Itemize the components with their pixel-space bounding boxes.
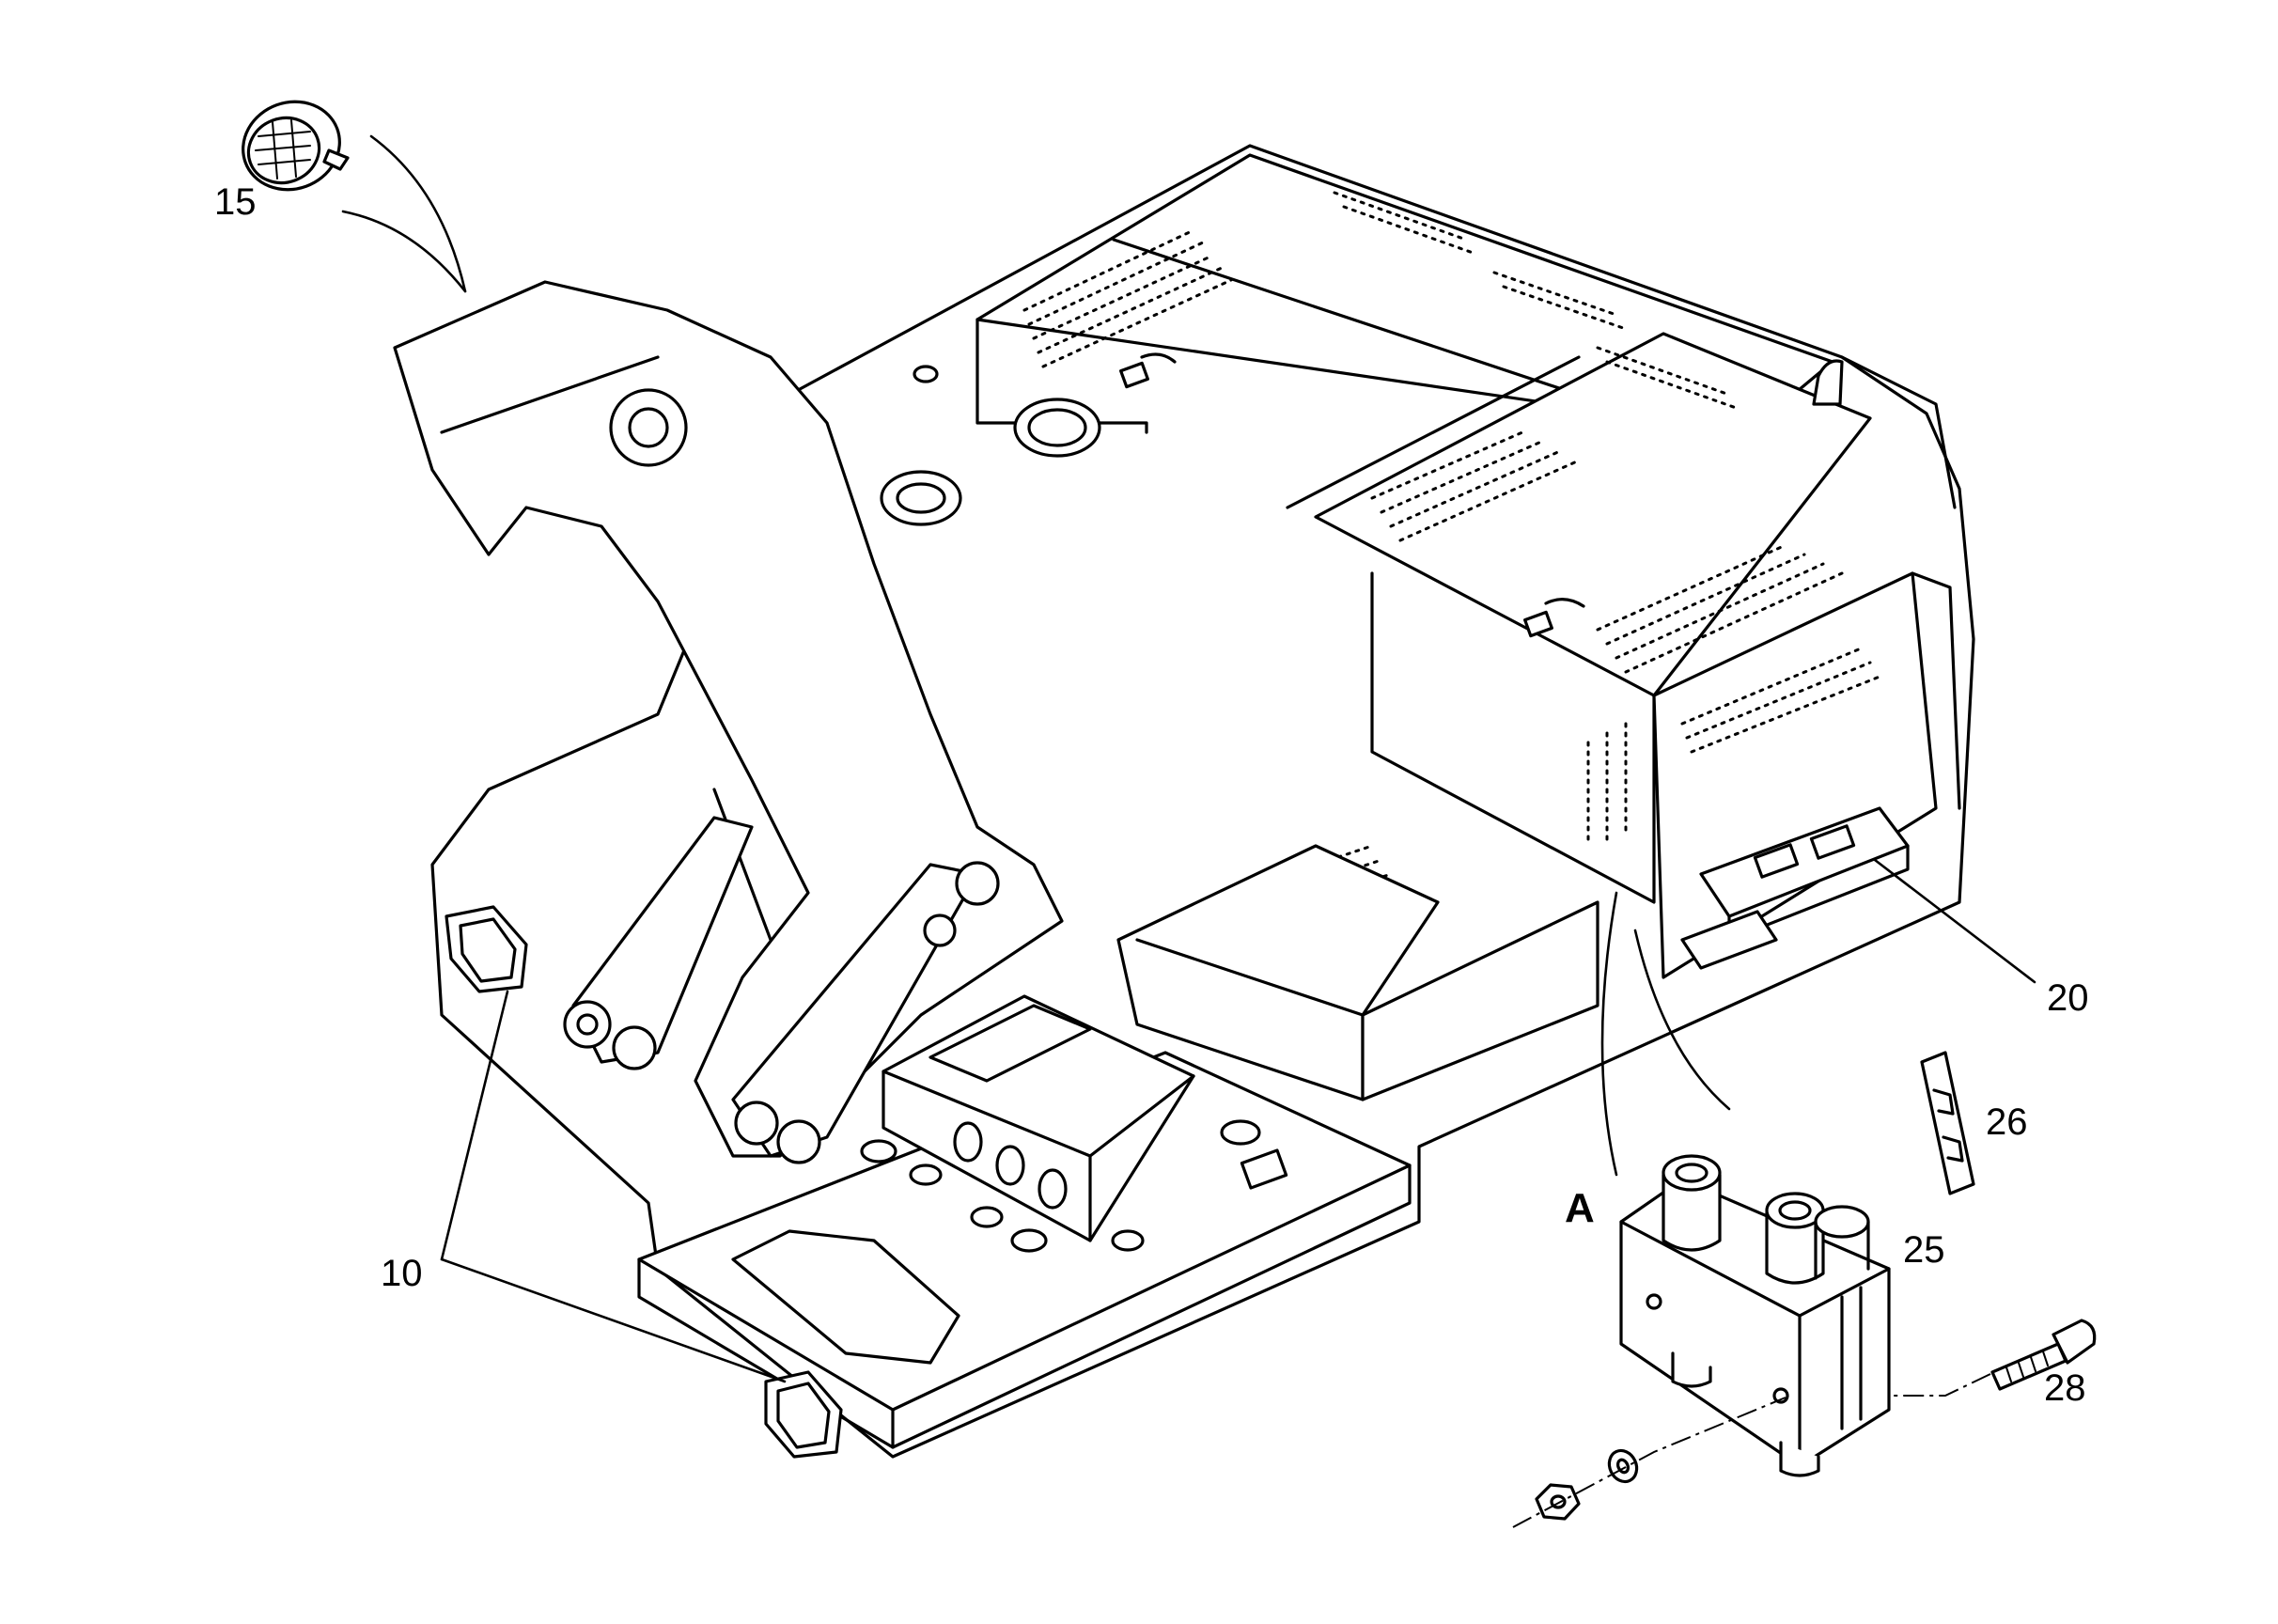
- callout-10: 10: [381, 1253, 423, 1294]
- work-light-icon: [242, 100, 350, 192]
- screw-icon: [1990, 1319, 2097, 1391]
- leader-20: [1873, 858, 2036, 984]
- centerline-fasteners: [1512, 1397, 1787, 1528]
- cab-floor-platform: [637, 994, 1412, 1449]
- callout-20: 20: [2047, 977, 2089, 1019]
- rear-lamp-icon: [445, 905, 528, 993]
- rear-lamp-icon: [764, 1370, 843, 1459]
- centerline-screw: [1889, 1373, 1991, 1397]
- detail-label-a: A: [1565, 1185, 1595, 1231]
- leader-15b: [341, 210, 467, 293]
- callout-25: 25: [1903, 1229, 1945, 1271]
- callout-15: 15: [214, 181, 257, 223]
- fuse-box-icon: [1680, 806, 1910, 970]
- callout-26: 26: [1986, 1101, 2028, 1143]
- boom-arm: [393, 280, 1599, 1164]
- callout-28: 28: [2044, 1367, 2086, 1409]
- leader-10b: [440, 1257, 787, 1383]
- leader-15: [369, 134, 467, 293]
- fuse-clip-icon: [1920, 1051, 1975, 1195]
- nut-icon: [1535, 1483, 1581, 1521]
- leader-detail-a: [1600, 891, 1618, 1177]
- washer-icon: [1607, 1448, 1639, 1484]
- relay-socket-icon: [1619, 1154, 1891, 1477]
- leader-detail-a2: [1633, 929, 1731, 1111]
- leader-10a: [440, 990, 509, 1261]
